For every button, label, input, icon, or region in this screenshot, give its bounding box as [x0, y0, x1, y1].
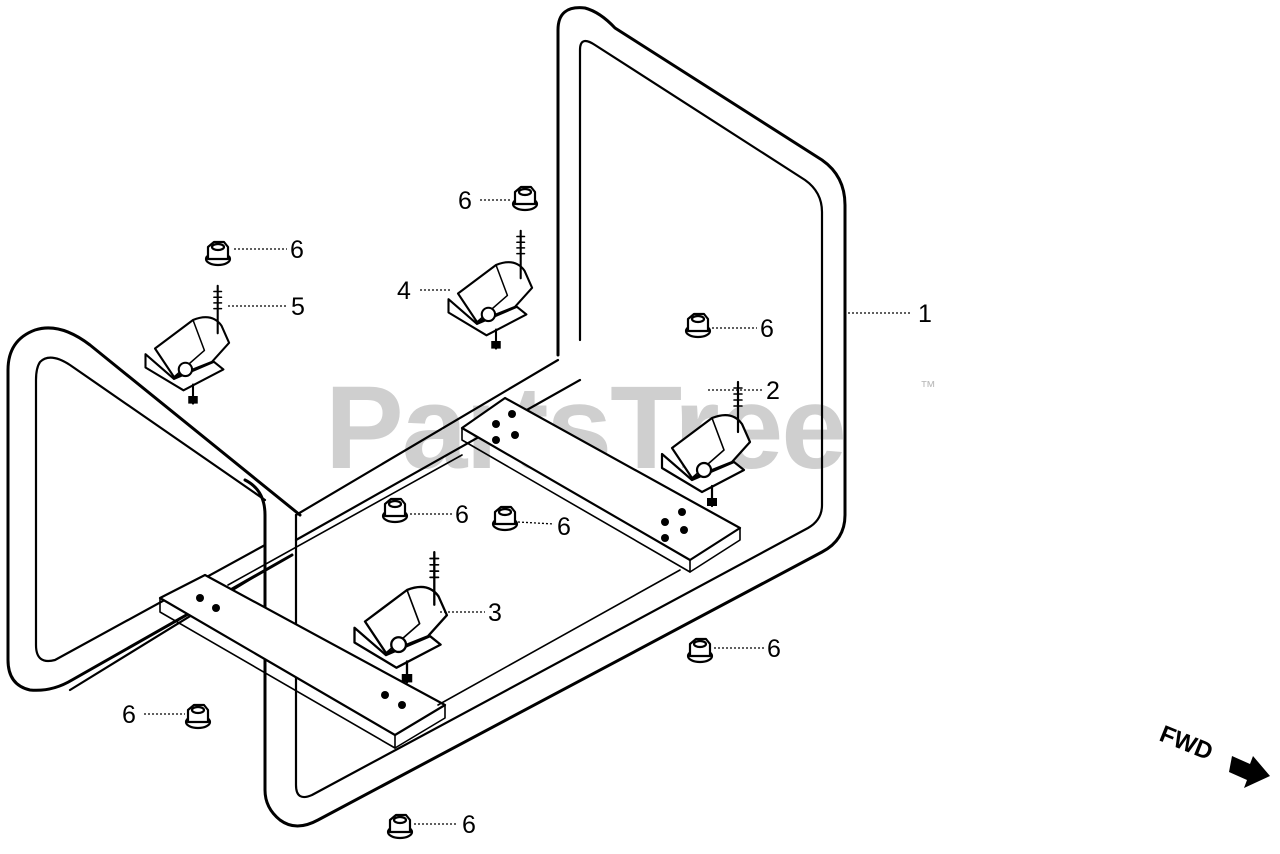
callout-1: 1 — [918, 300, 932, 328]
fwd-arrow-icon — [1229, 756, 1270, 788]
nut-2 — [511, 185, 539, 212]
trademark-symbol: ™ — [920, 379, 936, 396]
callout-6-e: 6 — [557, 513, 571, 541]
cross-member-front — [158, 573, 447, 749]
callouts: 1 2 3 4 5 6 6 6 6 6 6 6 6 — [122, 187, 932, 839]
nut-4 — [381, 497, 409, 524]
nut-3 — [684, 312, 712, 339]
mount-rear-right — [447, 229, 534, 350]
callout-2: 2 — [766, 377, 780, 405]
callout-6-a: 6 — [458, 187, 472, 215]
callout-3: 3 — [488, 599, 502, 627]
leader-lines — [144, 199, 912, 825]
callout-6-d: 6 — [455, 501, 469, 529]
callout-6-b: 6 — [290, 236, 304, 264]
nut-8 — [386, 813, 414, 840]
callout-6-h: 6 — [462, 811, 476, 839]
nut-5 — [491, 505, 519, 532]
fwd-indicator: FWD — [1156, 721, 1270, 788]
callout-6-c: 6 — [760, 315, 774, 343]
callout-6-f: 6 — [767, 635, 781, 663]
cross-member-rear — [460, 396, 742, 573]
mount-rear-left — [144, 284, 231, 405]
nut-7 — [184, 703, 212, 730]
callout-4: 4 — [397, 277, 411, 305]
fwd-label: FWD — [1156, 721, 1217, 767]
nut-1 — [204, 240, 232, 267]
callout-6-g: 6 — [122, 701, 136, 729]
base-plate — [227, 454, 681, 706]
frame — [6, 6, 847, 828]
callout-5: 5 — [291, 293, 305, 321]
nut-6 — [686, 637, 714, 664]
